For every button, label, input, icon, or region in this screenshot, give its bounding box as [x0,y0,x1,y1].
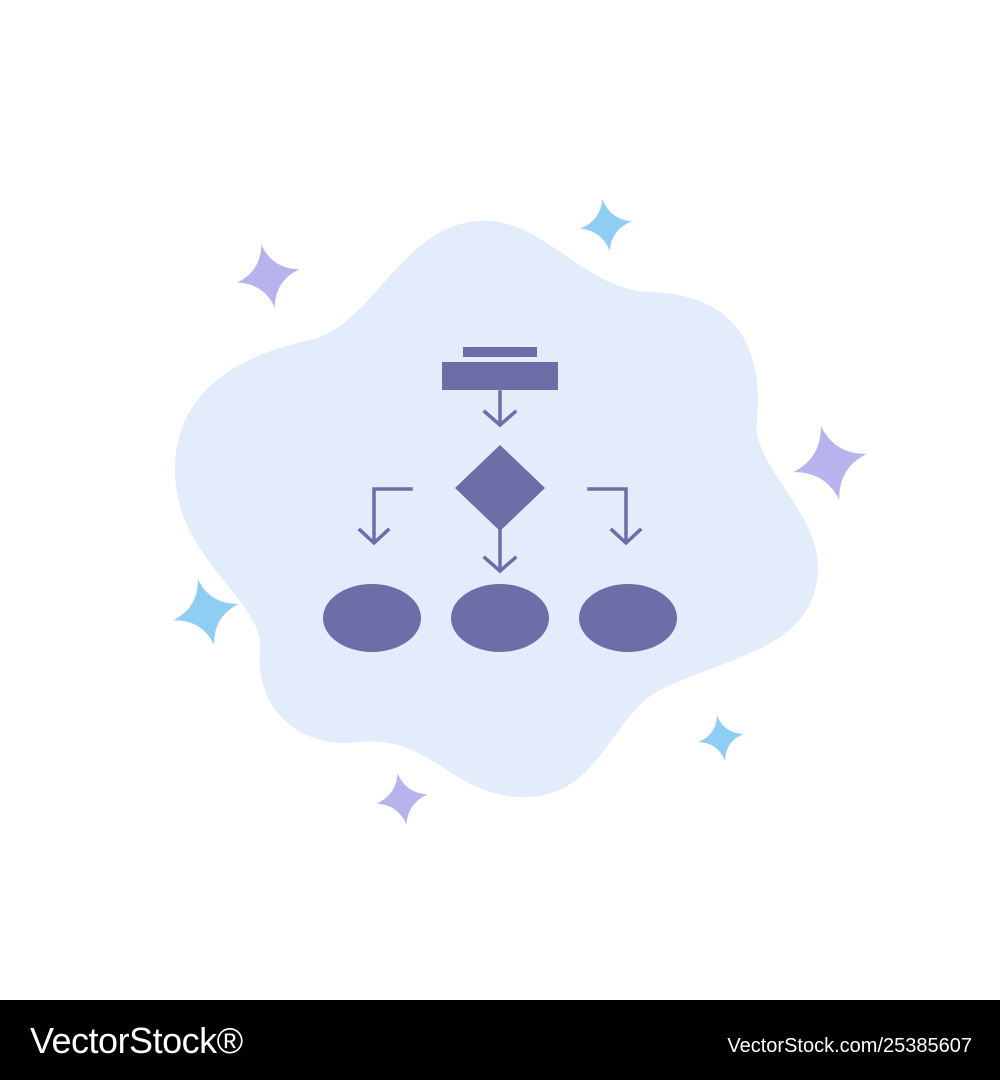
elbow-arrow-left-icon [357,487,413,546]
outcome-ellipse-middle [451,584,549,652]
sparkle-star-icon [173,579,239,645]
outcome-ellipse-right [579,584,677,652]
sparkle-star-icon [698,715,744,761]
watermark-footer: VectorStock® VectorStock.com/25385607 [0,1000,1000,1080]
flowchart-icon [323,347,677,652]
arrow-down-icon [482,390,518,428]
image-id-text: VectorStock.com/25385607 [727,1035,972,1057]
sparkle-star-icon [580,199,632,251]
elbow-arrow-right-icon [587,487,643,546]
illustration [173,199,867,825]
sparkle-star-icon [236,244,300,308]
outcome-ellipse-left [323,584,421,652]
sparkle-star-icon [793,426,867,500]
process-block [442,362,558,390]
sparkle-star-icon [376,773,428,825]
decision-diamond [455,445,545,531]
brand-logo-text: VectorStock® [30,1020,243,1061]
process-block-top-line [463,347,537,357]
arrow-down-icon [482,529,518,574]
